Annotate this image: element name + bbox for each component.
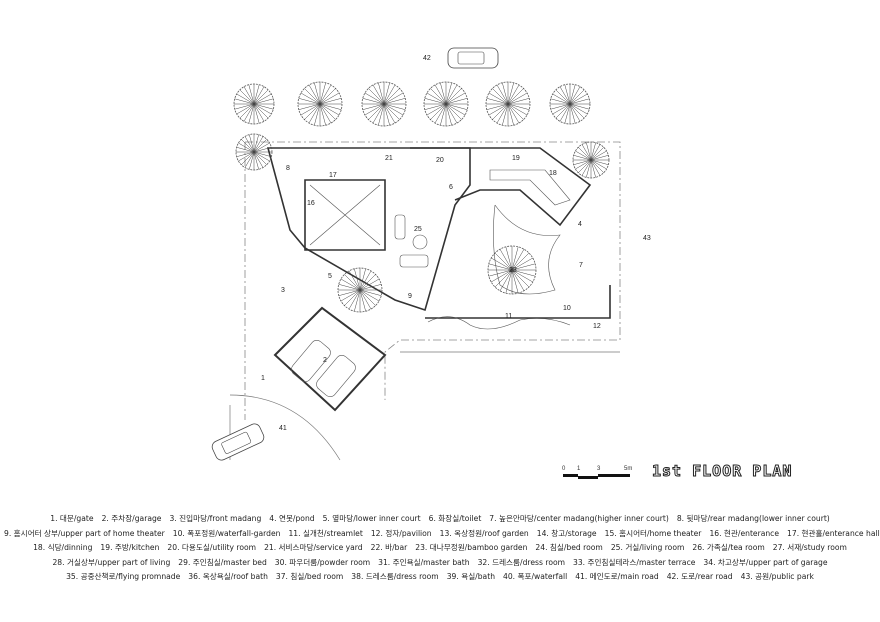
legend-item: 3. 진입마당/front madang: [169, 514, 262, 523]
legend-item: 9. 홈시어터 상부/upper part of home theater: [4, 528, 165, 538]
legend-item: 25. 거실/living room: [610, 543, 685, 553]
room-number-label: 8: [286, 165, 290, 172]
drawing-title: 1st FLOOR PLAN: [651, 462, 793, 481]
room-number-label: 42: [423, 55, 431, 62]
room-number-label: 4: [578, 221, 582, 228]
legend-item: 35. 공중산책로/flying promnade: [66, 572, 181, 582]
legend-item: 4. 연못/pond: [269, 514, 315, 523]
legend-line: 1. 대문/gate 2. 주차장/garage 3. 진입마당/front mad…: [0, 512, 880, 527]
legend-item: 41. 메인도로/main road: [575, 572, 659, 582]
legend-line: 9. 홈시어터 상부/upper part of home theater 10.…: [0, 527, 880, 542]
legend-item: 11. 실개천/streamlet: [288, 528, 363, 538]
legend-item: 38. 드레스룸/dress room: [351, 572, 439, 582]
room-number-label: 12: [593, 323, 601, 330]
tree-icon: [487, 245, 537, 295]
interior-details: [291, 169, 571, 398]
tree-icon: [423, 81, 469, 127]
legend-item: 24. 침실/bed room: [535, 543, 603, 553]
legend-item: 26. 가족실/tea room: [692, 543, 765, 553]
legend-item: 33. 주인침실테라스/master terrace: [573, 557, 696, 567]
legend-item: 34. 차고상부/upper part of garage: [703, 557, 828, 567]
legend-item: 40. 폭포/waterfall: [503, 572, 568, 582]
legend-item: 22. 바/bar: [370, 543, 408, 553]
legend-item: 18. 식당/dinning: [33, 543, 93, 553]
legend-item: 43. 공원/public park: [740, 572, 814, 582]
scale-tick-label: 3: [597, 466, 601, 472]
legend-item: 6. 화장실/toilet: [428, 514, 482, 523]
room-number-label: 23: [509, 267, 517, 274]
tree-icon: [361, 81, 407, 127]
room-number-label: 6: [449, 184, 453, 191]
room-number-label: 25: [414, 226, 422, 233]
scale-tick-label: 0: [562, 466, 566, 472]
room-number-label: 2: [323, 357, 327, 364]
legend-item: 16. 현관/enterance: [709, 528, 780, 538]
legend-item: 10. 폭포정원/waterfall-garden: [172, 528, 281, 538]
legend-item: 28. 거실상부/upper part of living: [52, 557, 171, 567]
room-number-label: 19: [512, 155, 520, 162]
car-main-road: [211, 423, 265, 461]
legend-item: 32. 드레스룸/dress room: [477, 557, 566, 567]
tree-icon: [233, 83, 275, 125]
room-number-label: 9: [408, 293, 412, 300]
legend-line: 28. 거실상부/upper part of living 29. 주인침실/ma…: [0, 556, 880, 571]
scale-bar: 0 1 3 5m: [562, 466, 632, 479]
scale-tick-label: 1: [577, 466, 581, 472]
legend-item: 12. 정자/pavilion: [370, 528, 432, 538]
legend-item: 14. 창고/storage: [536, 528, 597, 538]
legend-item: 31. 주인욕실/master bath: [378, 557, 470, 567]
legend-item: 15. 홈시어터/home theater: [604, 528, 702, 538]
legend-item: 2. 주차장/garage: [101, 514, 162, 523]
legend-item: 8. 뒷마당/rear madang(lower inner court): [676, 514, 830, 523]
legend-item: 21. 서비스마당/service yard: [264, 543, 363, 553]
legend-item: 36. 옥상욕실/roof bath: [188, 572, 268, 582]
legend-item: 19. 주방/kitchen: [100, 543, 160, 553]
legend-item: 1. 대문/gate: [50, 514, 94, 523]
legend-item: 37. 침실/bed room: [275, 572, 344, 582]
room-number-label: 5: [328, 273, 332, 280]
legend-item: 23. 대나무정원/bamboo garden: [415, 543, 528, 553]
legend-line: 35. 공중산책로/flying promnade 36. 옥상욕실/roof b…: [0, 570, 880, 585]
tree-icon: [337, 267, 383, 313]
legend-item: 7. 높은안마당/center madang(higher inner cour…: [489, 514, 669, 523]
legend-item: 17. 현관홀/enterance hall: [787, 528, 880, 538]
legend-item: 30. 파우더룸/powder room: [274, 557, 371, 567]
legend-item: 13. 옥상정원/roof garden: [439, 528, 529, 538]
legend-item: 27. 서재/study room: [772, 543, 847, 553]
legend-line: 18. 식당/dinning 19. 주방/kitchen 20. 다용도실/uti…: [0, 541, 880, 556]
legend-item: 39. 욕실/bath: [446, 572, 496, 582]
tree-icon: [485, 81, 531, 127]
room-number-label: 21: [385, 155, 393, 162]
room-number-label: 18: [549, 170, 557, 177]
legend-item: 29. 주인침실/master bed: [178, 557, 267, 567]
legend-item: 42. 도로/rear road: [666, 572, 733, 582]
legend: 1. 대문/gate 2. 주차장/garage 3. 진입마당/front mad…: [0, 512, 880, 585]
trees-layer: [233, 81, 610, 313]
building-walls: [266, 147, 611, 412]
room-number-label: 3: [281, 287, 285, 294]
legend-item: 5. 옆마당/lower inner court: [322, 514, 421, 523]
room-number-label: 20: [436, 157, 444, 164]
tree-icon: [235, 133, 273, 171]
site-boundary: [244, 141, 621, 420]
room-number-label: 43: [643, 235, 651, 242]
room-number-label: 17: [329, 172, 337, 179]
room-number-label: 16: [307, 200, 315, 207]
tree-icon: [572, 141, 610, 179]
room-number-label: 1: [261, 375, 265, 382]
room-number-label: 41: [279, 425, 287, 432]
room-number-label: 7: [579, 262, 583, 269]
room-number-label: 11: [505, 313, 512, 320]
room-number-label: 10: [563, 305, 571, 312]
legend-item: 20. 다용도실/utility room: [167, 543, 257, 553]
scale-tick-label: 5m: [624, 466, 632, 472]
tree-icon: [549, 83, 591, 125]
tree-icon: [297, 81, 343, 127]
car-rear-road: [447, 47, 499, 69]
